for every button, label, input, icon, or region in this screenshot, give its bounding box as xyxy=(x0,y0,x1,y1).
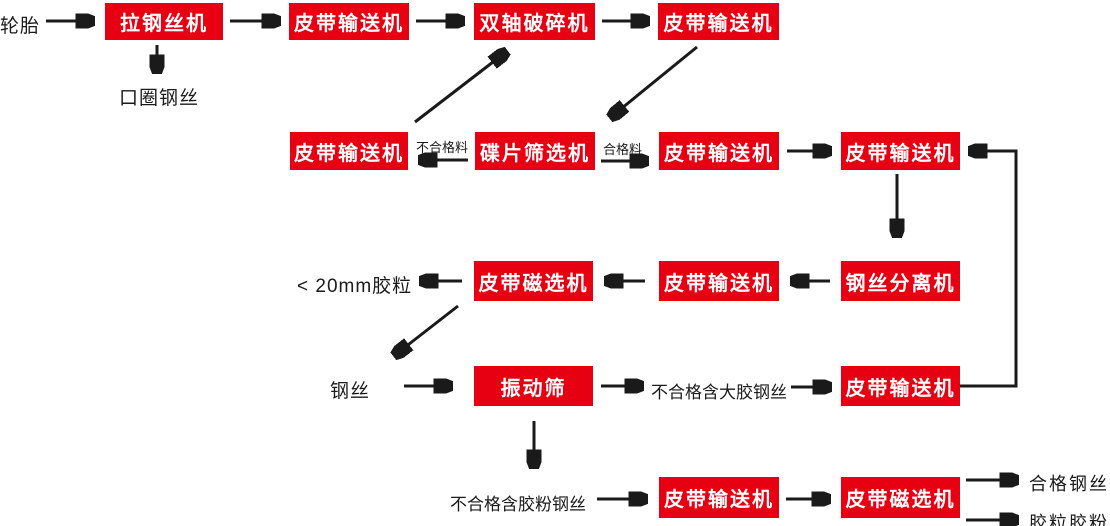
node-belt-conveyor-6: 皮带输送机 xyxy=(659,261,779,301)
node-belt-conveyor-2: 皮带输送机 xyxy=(658,3,779,40)
arrow-belt7-return-to-belt5 xyxy=(958,151,1018,388)
label-tire: 轮胎 xyxy=(0,16,41,37)
label-steel-wire: 钢丝 xyxy=(330,381,371,402)
label-qualified-material: 合格料 xyxy=(603,142,643,157)
node-steel-wire-separator: 钢丝分离机 xyxy=(841,261,960,301)
label-unqualified-material: 不合格料 xyxy=(416,140,469,155)
node-belt-conveyor-5: 皮带输送机 xyxy=(841,132,960,170)
label-unqualified-wire-with-big-rubber: 不合格含大胶钢丝 xyxy=(651,383,787,402)
label-rubber-granule-and-powder: 胶粒胶粉 xyxy=(1029,513,1109,526)
node-wire-drawing-machine: 拉钢丝机 xyxy=(105,3,223,40)
arrow-magnetic1-to-steel-wire-diagonal xyxy=(395,304,459,355)
node-belt-conveyor-7: 皮带输送机 xyxy=(841,366,960,406)
node-belt-magnetic-separator-1: 皮带磁选机 xyxy=(474,261,593,301)
arrow-belt3-to-crusher-diagonal xyxy=(414,52,506,124)
node-belt-conveyor-8: 皮带输送机 xyxy=(659,477,779,518)
node-belt-magnetic-separator-2: 皮带磁选机 xyxy=(841,477,960,518)
node-disc-screening-machine: 碟片筛选机 xyxy=(475,132,595,170)
node-belt-conveyor-4: 皮带输送机 xyxy=(659,132,779,170)
arrow-belt2-to-disc-screen-diagonal xyxy=(611,45,698,117)
node-double-shaft-crusher: 双轴破碎机 xyxy=(474,3,595,40)
node-vibrating-screen: 振动筛 xyxy=(474,366,593,406)
label-rubber-granule-under-20mm: < 20mm胶粒 xyxy=(297,276,413,297)
node-belt-conveyor-3: 皮带输送机 xyxy=(290,132,408,170)
node-belt-conveyor-1: 皮带输送机 xyxy=(289,3,409,40)
label-bead-wire: 口圈钢丝 xyxy=(119,88,200,109)
label-qualified-steel-wire: 合格钢丝 xyxy=(1029,474,1109,494)
label-unqualified-wire-with-rubber-powder: 不合格含胶粉钢丝 xyxy=(450,495,586,514)
